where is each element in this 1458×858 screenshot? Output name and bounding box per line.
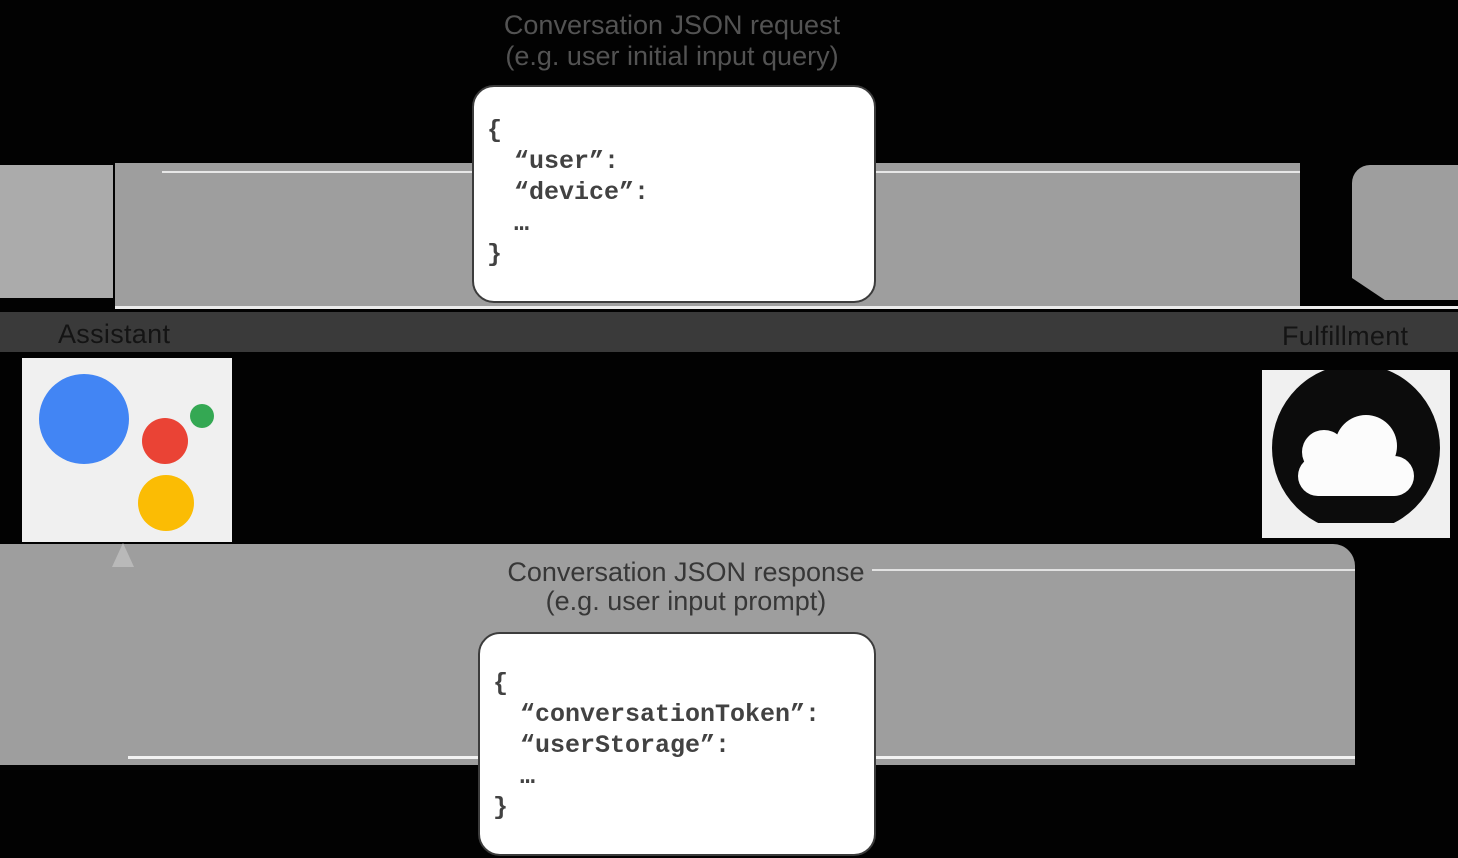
response-title-line2: (e.g. user input prompt) — [545, 586, 827, 616]
assistant-blue-circle — [39, 374, 129, 464]
request-arrow-bend — [1352, 165, 1458, 300]
code-line: “device”: — [514, 178, 650, 207]
assistant-label: Assistant — [58, 319, 171, 349]
cloud-baseline-mask — [1262, 523, 1450, 538]
code-line: “userStorage”: — [520, 731, 731, 760]
up-arrowhead-icon — [112, 543, 134, 567]
cloud-shape — [1302, 430, 1346, 474]
assistant-red-circle — [142, 418, 188, 464]
fulfillment-label: Fulfillment — [1282, 321, 1409, 351]
response-title: Conversation JSON response (e.g. user in… — [426, 558, 946, 616]
request-title-line2: (e.g. user initial input query) — [505, 41, 839, 71]
request-title-line1: Conversation JSON request — [503, 10, 841, 40]
response-title-line1: Conversation JSON response — [507, 557, 865, 587]
code-line: … — [514, 209, 530, 238]
code-line: } — [493, 793, 509, 822]
request-arrow-segment-left — [0, 165, 113, 298]
cloud-icon — [1262, 370, 1450, 538]
label-strip — [0, 312, 1458, 352]
assistant-yellow-circle — [138, 475, 194, 531]
code-line: { — [487, 116, 503, 145]
code-line: “conversationToken”: — [520, 700, 821, 729]
assistant-green-circle — [190, 404, 214, 428]
google-assistant-icon — [22, 358, 232, 542]
request-arrow-underline — [115, 306, 1458, 309]
code-line: … — [520, 762, 536, 791]
request-title: Conversation JSON request (e.g. user ini… — [412, 10, 932, 72]
response-arrow-highlight — [872, 569, 1355, 571]
code-line: “user”: — [514, 147, 620, 176]
code-line: { — [493, 669, 509, 698]
code-line: } — [487, 240, 503, 269]
response-json-card: { “conversationToken”: “userStorage”: … … — [478, 632, 876, 856]
request-json-card: { “user”: “device”: … } — [472, 85, 876, 303]
